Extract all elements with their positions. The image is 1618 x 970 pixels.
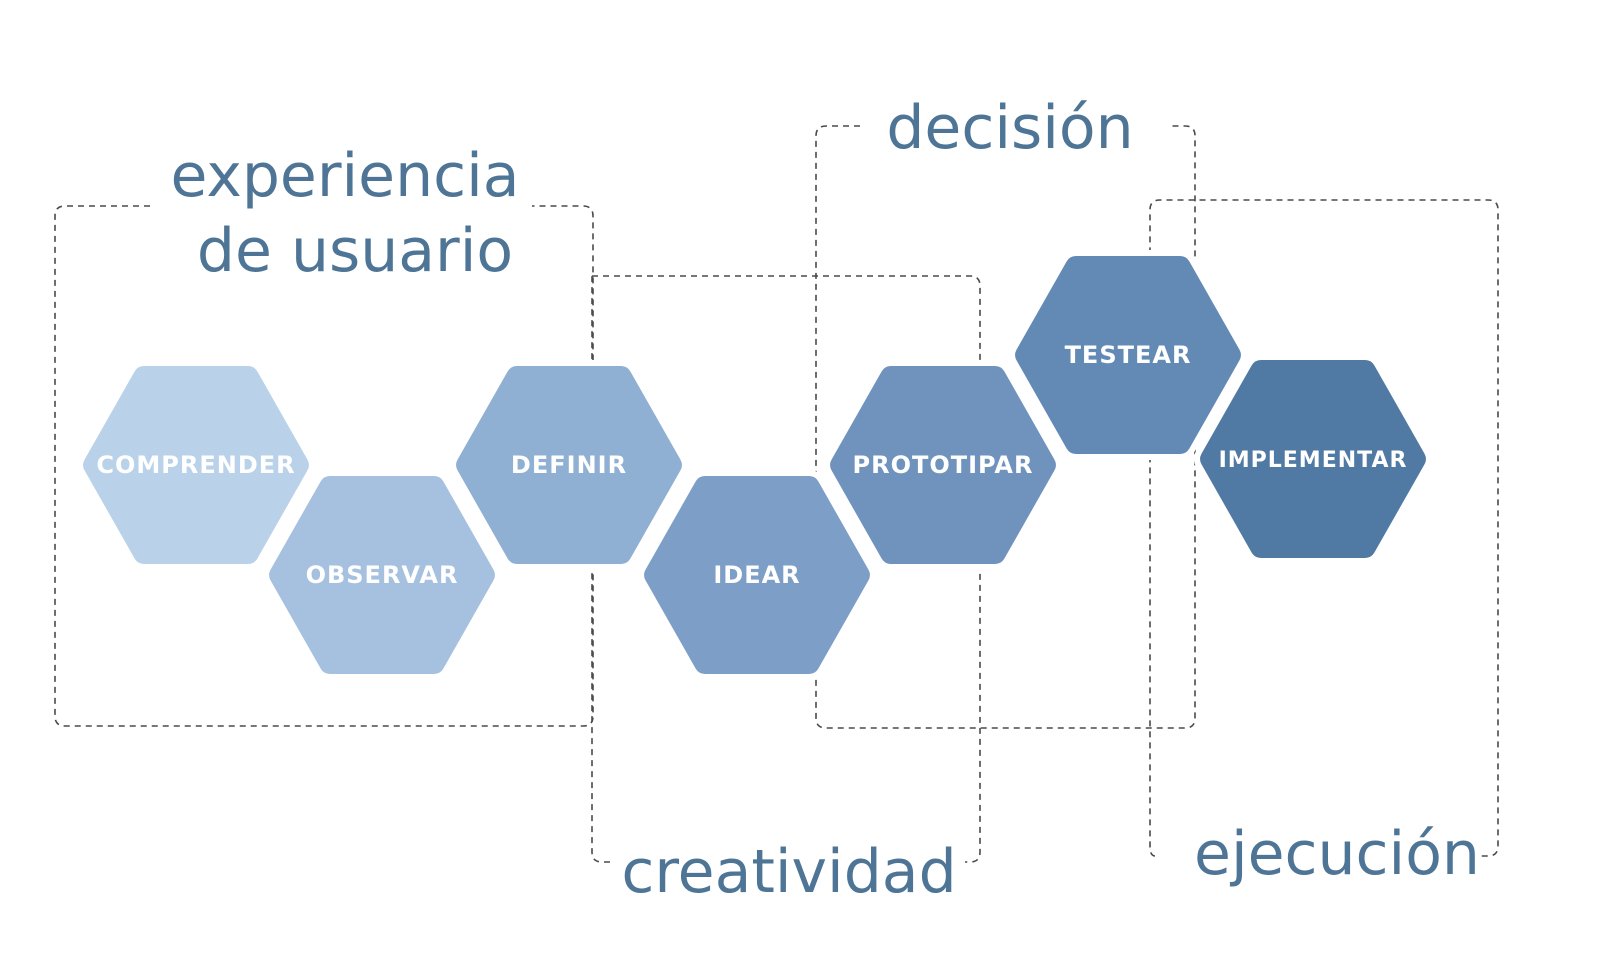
hex-label-idear: IDEAR bbox=[713, 561, 800, 589]
hex-shape-prototipar bbox=[824, 360, 1062, 570]
group-label-ejecucion: ejecución bbox=[1194, 819, 1480, 889]
hex-prototipar: PROTOTIPAR bbox=[824, 360, 1062, 570]
hex-label-implementar: IMPLEMENTAR bbox=[1219, 448, 1408, 473]
group-label-experiencia-line1: experiencia bbox=[170, 141, 519, 211]
hex-implementar: IMPLEMENTAR bbox=[1194, 354, 1432, 564]
hex-shape-comprender bbox=[77, 360, 315, 570]
group-label-decision: decisión bbox=[886, 93, 1133, 163]
hex-label-observar: OBSERVAR bbox=[306, 561, 459, 589]
hex-idear: IDEAR bbox=[638, 470, 876, 680]
bracket-decision bbox=[815, 125, 1196, 729]
hex-label-comprender: COMPRENDER bbox=[96, 451, 295, 479]
hex-shape-testear bbox=[1009, 250, 1247, 460]
bracket-creatividad bbox=[591, 275, 981, 863]
group-label-creatividad: creatividad bbox=[621, 837, 956, 907]
hex-label-testear: TESTEAR bbox=[1065, 341, 1192, 369]
bracket-ejecucion bbox=[1149, 199, 1499, 857]
hex-testear: TESTEAR bbox=[1009, 250, 1247, 460]
hex-shape-implementar bbox=[1194, 354, 1432, 564]
hex-definir: DEFINIR bbox=[450, 360, 688, 570]
hex-label-definir: DEFINIR bbox=[511, 451, 627, 479]
hex-observar: OBSERVAR bbox=[263, 470, 501, 680]
hex-shape-observar bbox=[263, 470, 501, 680]
steps-group: COMPRENDER OBSERVAR DEFINIR IDEAR PROTOTIPAR… bbox=[77, 250, 1432, 680]
group-label-experiencia-line2: de usuario bbox=[197, 216, 513, 286]
hex-shape-definir bbox=[450, 360, 688, 570]
hex-label-prototipar: PROTOTIPAR bbox=[853, 451, 1034, 479]
hex-shape-idear bbox=[638, 470, 876, 680]
hex-comprender: COMPRENDER bbox=[77, 360, 315, 570]
